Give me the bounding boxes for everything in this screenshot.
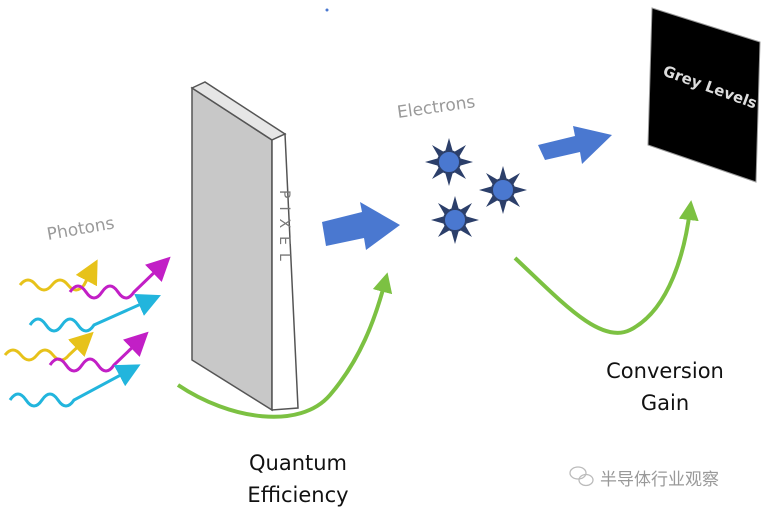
- photon-waves: [3, 256, 171, 408]
- wechat-icon: [569, 466, 594, 487]
- electrons-label: Electrons: [396, 92, 477, 123]
- electron-icon: [430, 195, 480, 245]
- arrow-to-grey-levels: [538, 126, 612, 164]
- quantum-label-2: Efficiency: [247, 483, 348, 507]
- pixel-label: PIXEL: [276, 190, 292, 269]
- conversion-gain-curve: [513, 200, 699, 335]
- pixel-slab: [190, 81, 299, 412]
- conversion-label-2: Gain: [641, 391, 689, 415]
- arrow-to-electrons: [322, 202, 400, 250]
- quantum-label-1: Quantum: [249, 451, 347, 475]
- grey-levels-screen: Grey Levels: [647, 7, 761, 183]
- conversion-label-1: Conversion: [606, 359, 724, 383]
- quantum-efficiency-curve: [176, 272, 393, 419]
- photons-label: Photons: [45, 213, 116, 245]
- electron-icon: [478, 165, 528, 215]
- watermark-text: 半导体行业观察: [600, 470, 719, 490]
- electron-icon: [424, 137, 474, 187]
- stray-dot: [325, 8, 329, 12]
